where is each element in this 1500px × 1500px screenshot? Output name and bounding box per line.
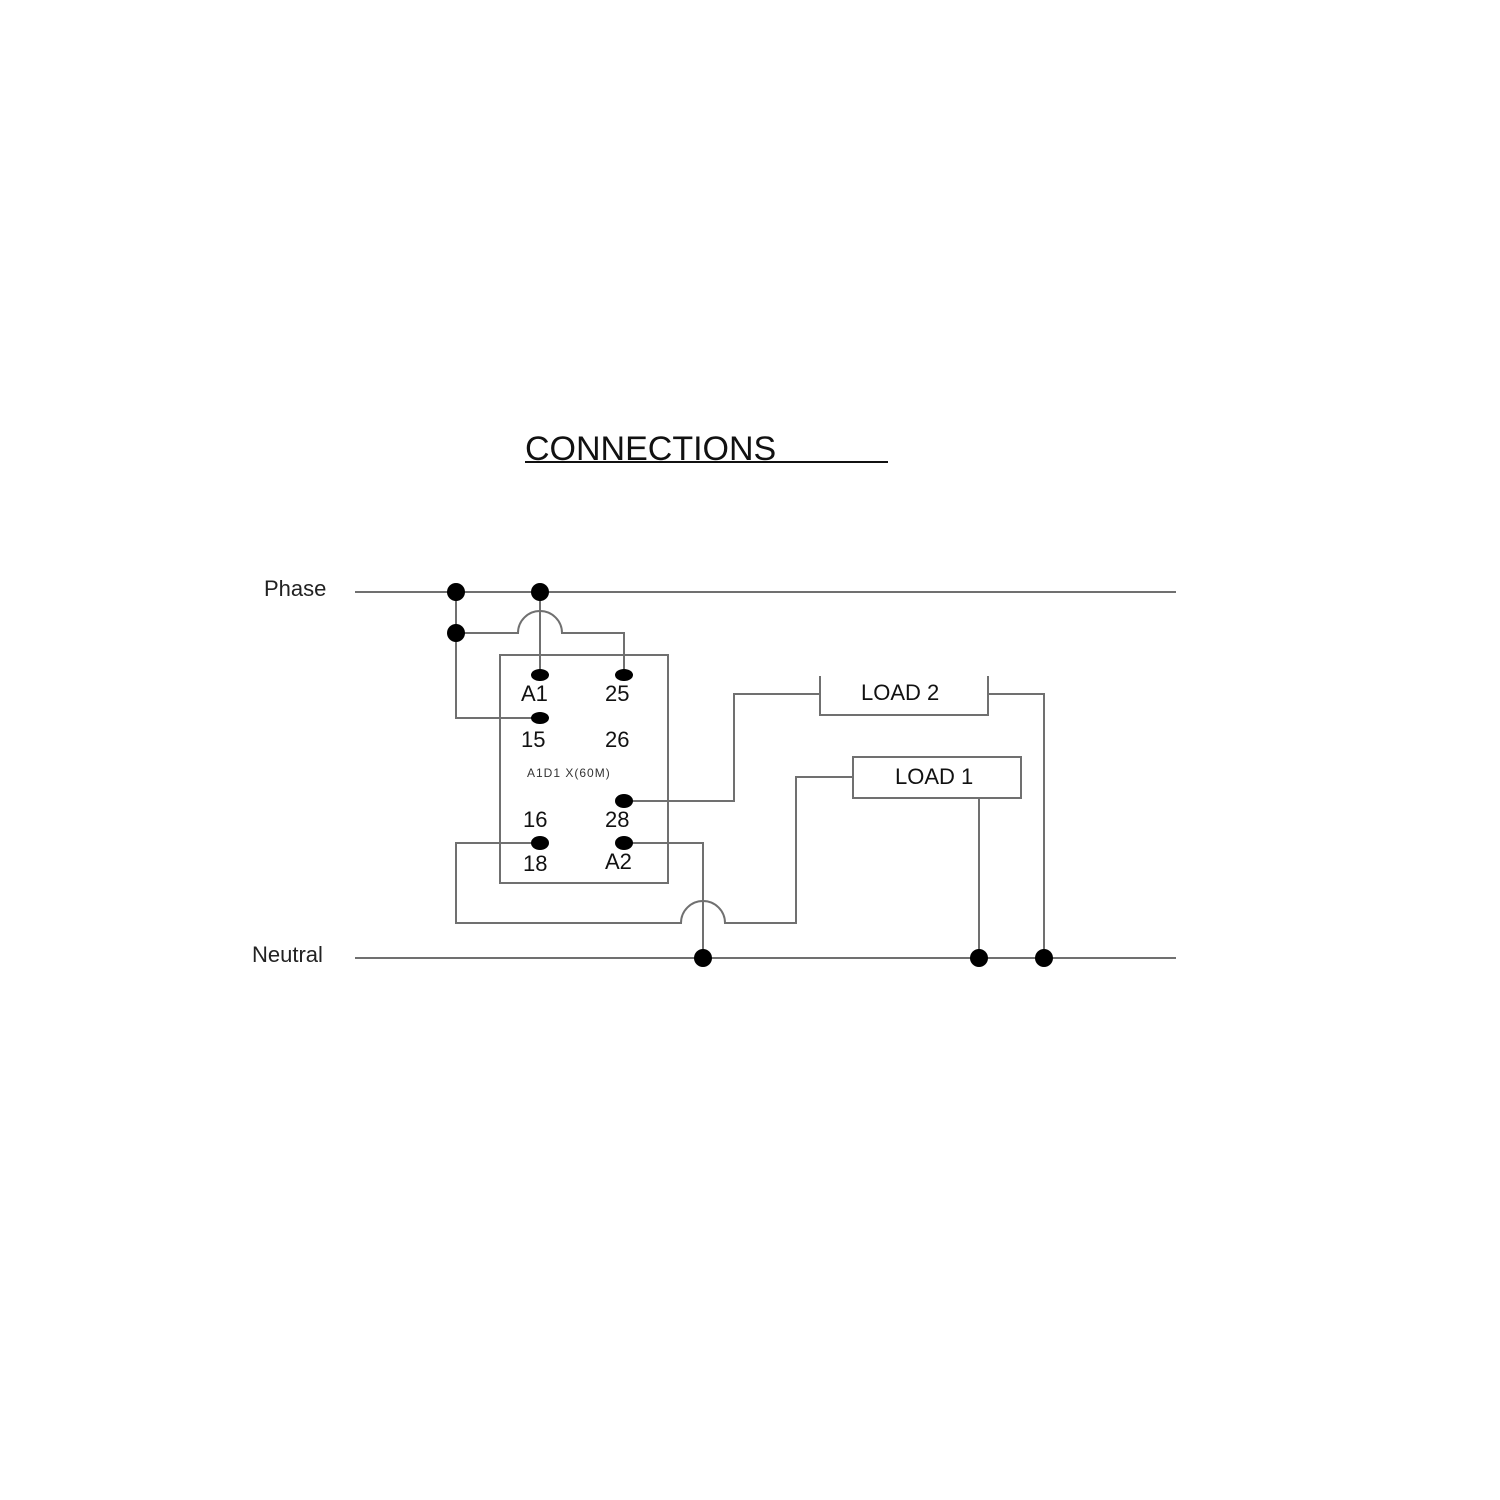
wire-branch-25 [456, 610, 625, 675]
terminal-25-dot [615, 669, 633, 681]
wire-branch-15 [455, 633, 540, 719]
terminal-26-label: 26 [605, 727, 629, 752]
terminal-28-dot [615, 794, 633, 808]
terminal-a1-label: A1 [521, 681, 548, 706]
terminal-a2-dot [615, 836, 633, 850]
terminal-15-dot [531, 712, 549, 724]
relay-model-label: A1D1 X(60M) [527, 766, 611, 780]
neutral-label: Neutral [252, 942, 323, 967]
wire-load2-neutral [988, 693, 1045, 958]
load1-label: LOAD 1 [895, 764, 973, 789]
wire-18-load1 [455, 776, 853, 924]
junction-dot-phase-a1 [531, 583, 549, 601]
relay-box [499, 654, 669, 884]
load2-label: LOAD 2 [861, 680, 939, 705]
junction-dot-neutral-a2 [694, 949, 712, 967]
junction-dot-neutral-load2 [1035, 949, 1053, 967]
phase-label: Phase [264, 576, 326, 601]
terminal-28-label: 28 [605, 807, 629, 832]
terminal-a1-dot [531, 669, 549, 681]
wire-28-load2 [624, 693, 820, 802]
junction-dot-branch [447, 624, 465, 642]
junction-dot-neutral-load1 [970, 949, 988, 967]
terminal-25-label: 25 [605, 681, 629, 706]
terminal-16-label: 16 [523, 807, 547, 832]
terminal-15-label: 15 [521, 727, 545, 752]
terminal-a2-label: A2 [605, 849, 632, 874]
load2-box [819, 676, 989, 716]
terminal-18-label: 18 [523, 851, 547, 876]
wire-a2-neutral [624, 842, 704, 958]
junction-dot-phase-left [447, 583, 465, 601]
terminal-18-dot [531, 836, 549, 850]
